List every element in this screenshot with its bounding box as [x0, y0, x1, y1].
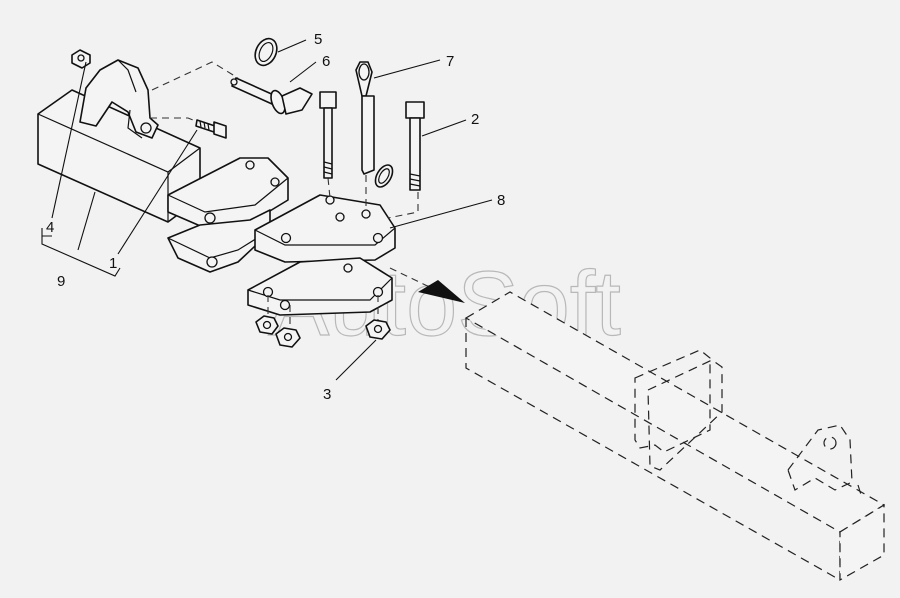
callout-2: 2 — [471, 111, 479, 128]
callout-6: 6 — [322, 53, 330, 70]
adapter-plate-lower-part-8 — [247, 257, 393, 316]
snap-ring-part-5 — [254, 37, 278, 67]
pin-part-6 — [230, 77, 313, 115]
callout-4: 4 — [46, 219, 54, 236]
nuts-part-3 — [255, 315, 391, 348]
callout-8: 8 — [497, 192, 505, 209]
callout-1: 1 — [109, 255, 117, 272]
direction-arrow — [389, 267, 465, 303]
upper-clamp-plate — [167, 157, 289, 229]
bolt-part-1 — [195, 119, 227, 139]
callout-5: 5 — [314, 31, 322, 48]
frame-rail — [464, 291, 886, 582]
callout-3: 3 — [323, 386, 331, 403]
bolt-left — [319, 91, 337, 179]
lock-pin-part-7 — [355, 61, 394, 188]
adapter-plate-upper-part-8 — [254, 194, 396, 263]
callout-9: 9 — [57, 273, 65, 290]
callout-7: 7 — [446, 53, 454, 70]
bolt-part-2 — [405, 101, 425, 191]
nut-part-4 — [71, 49, 91, 69]
callout-labels: 1 2 3 4 5 6 7 8 9 — [46, 31, 505, 403]
leader-lines — [41, 39, 493, 381]
